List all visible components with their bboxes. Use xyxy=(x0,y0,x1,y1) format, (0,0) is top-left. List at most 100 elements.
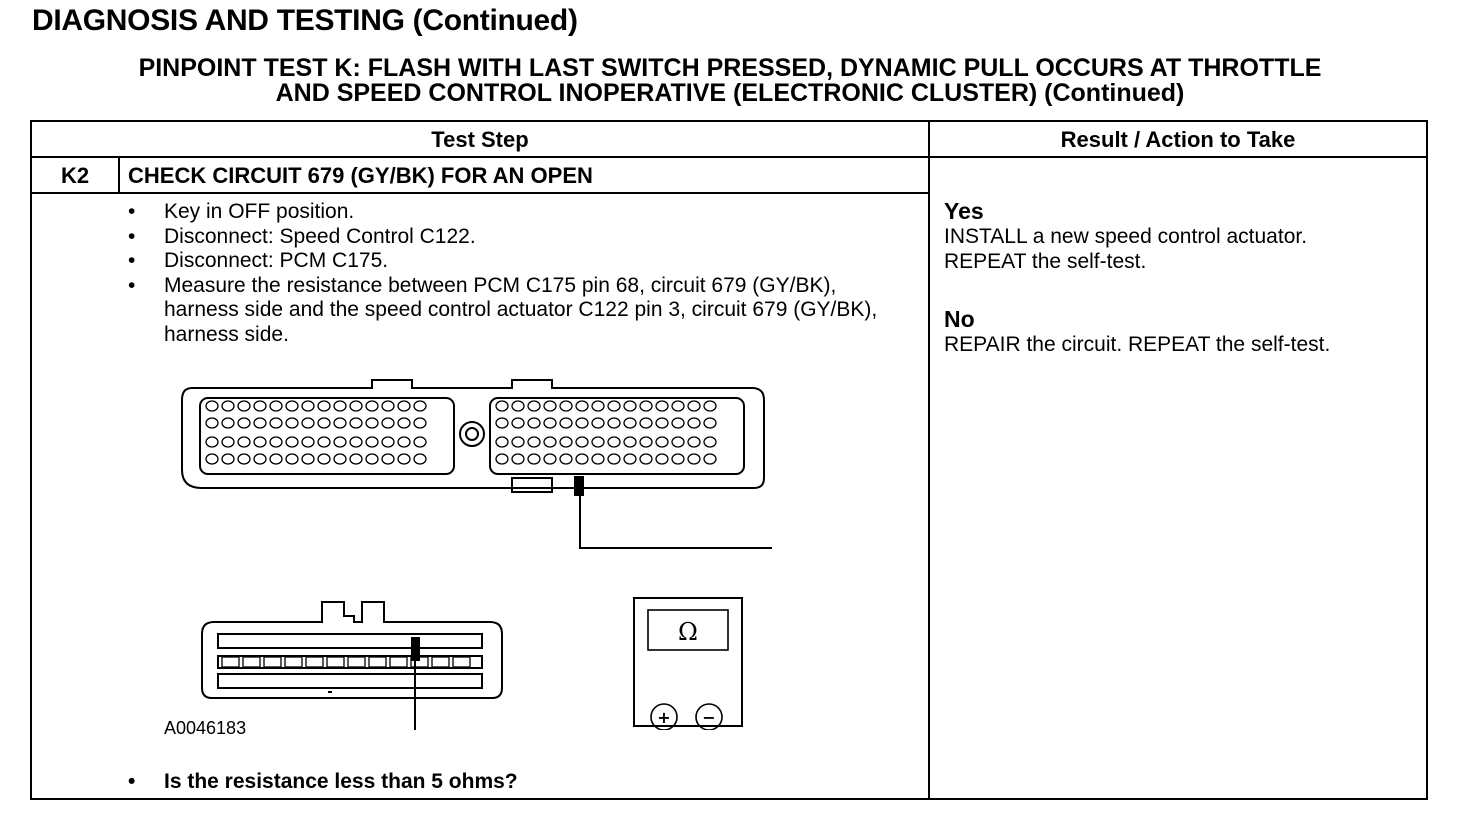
connector-pin xyxy=(285,436,299,448)
connector-pin xyxy=(559,400,573,412)
connector-pin xyxy=(639,436,653,448)
result-no-action: REPAIR the circuit. REPEAT the self-test… xyxy=(944,333,1331,356)
connector-pin xyxy=(205,453,219,465)
connector-pin xyxy=(607,400,621,412)
connector-pin xyxy=(413,400,427,412)
connector-pin xyxy=(687,436,701,448)
connector-pin xyxy=(242,656,261,668)
ohmmeter xyxy=(633,597,743,730)
connector-pin xyxy=(269,417,283,429)
connector-pin xyxy=(253,453,267,465)
connector-pin xyxy=(591,453,605,465)
minus-symbol: − xyxy=(702,708,715,727)
connector-pin xyxy=(305,656,324,668)
connector-pin xyxy=(397,400,411,412)
pinpoint-test-title: PINPOINT TEST K: FLASH WITH LAST SWITCH … xyxy=(30,56,1430,106)
actuator-pin-row xyxy=(221,656,471,668)
connector-pin xyxy=(687,453,701,465)
connector-pin xyxy=(349,453,363,465)
connector-pin xyxy=(607,417,621,429)
connector-pin xyxy=(397,436,411,448)
step-title-divider xyxy=(32,192,928,194)
connector-pin xyxy=(543,417,557,429)
connector-pin xyxy=(671,417,685,429)
step-instructions: Key in OFF position. Disconnect: Speed C… xyxy=(122,200,902,347)
result-no: No REPAIR the circuit. REPEAT the self-t… xyxy=(944,306,1424,357)
header-divider xyxy=(32,156,1426,158)
connector-pin xyxy=(397,417,411,429)
connector-pin xyxy=(269,453,283,465)
connector-pin xyxy=(285,400,299,412)
connector-pin xyxy=(671,436,685,448)
connector-pin xyxy=(687,417,701,429)
wiring-diagram: Ω + − xyxy=(181,379,772,730)
connector-pin xyxy=(349,400,363,412)
connector-pin xyxy=(639,400,653,412)
connector-pin xyxy=(559,436,573,448)
result-yes: Yes INSTALL a new speed control actuator… xyxy=(944,198,1424,274)
connector-pin xyxy=(591,400,605,412)
connector-pin xyxy=(703,417,717,429)
result-yes-label: Yes xyxy=(944,198,984,224)
connector-pin xyxy=(623,417,637,429)
connector-pin xyxy=(317,417,331,429)
plus-symbol: + xyxy=(657,708,670,727)
pcm-pin-rows xyxy=(205,400,717,465)
connector-pin xyxy=(543,436,557,448)
connector-pin xyxy=(301,417,315,429)
connector-pin xyxy=(431,656,450,668)
connector-pin xyxy=(591,436,605,448)
connector-pin xyxy=(349,436,363,448)
connector-pin xyxy=(397,453,411,465)
ohm-symbol: Ω xyxy=(678,618,698,646)
connector-pin xyxy=(623,400,637,412)
minus-terminal-icon xyxy=(695,703,723,730)
connector-pin xyxy=(221,400,235,412)
pcm-test-lead xyxy=(579,495,772,549)
pcm-probe xyxy=(574,476,584,496)
connector-pin xyxy=(284,656,303,668)
connector-pin xyxy=(205,400,219,412)
actuator-connector xyxy=(201,601,503,699)
connector-pin xyxy=(639,417,653,429)
connector-pin xyxy=(333,400,347,412)
plus-terminal-icon xyxy=(650,703,678,730)
connector-pin xyxy=(655,453,669,465)
connector-pin xyxy=(368,656,387,668)
connector-pin xyxy=(527,417,541,429)
connector-pin xyxy=(326,656,345,668)
connector-pin xyxy=(495,436,509,448)
connector-pin xyxy=(413,453,427,465)
column-divider xyxy=(928,122,930,798)
connector-pin xyxy=(527,436,541,448)
connector-pin xyxy=(591,417,605,429)
connector-pin xyxy=(237,436,251,448)
connector-pin xyxy=(623,436,637,448)
connector-pin xyxy=(527,453,541,465)
connector-pin xyxy=(301,400,315,412)
instruction-item: Measure the resistance between PCM C175 … xyxy=(122,274,902,348)
connector-pin xyxy=(205,436,219,448)
connector-pin xyxy=(623,453,637,465)
connector-pin xyxy=(511,417,525,429)
connector-pin xyxy=(301,436,315,448)
connector-pin xyxy=(511,453,525,465)
connector-pin xyxy=(253,417,267,429)
connector-pin xyxy=(221,656,240,668)
connector-pin xyxy=(607,436,621,448)
connector-pin xyxy=(365,417,379,429)
connector-pin xyxy=(347,656,366,668)
connector-pin xyxy=(237,453,251,465)
connector-pin xyxy=(389,656,408,668)
pcm-connector xyxy=(181,379,765,493)
connector-pin xyxy=(655,436,669,448)
connector-pin xyxy=(495,400,509,412)
connector-pin xyxy=(655,417,669,429)
step-title: CHECK CIRCUIT 679 (GY/BK) FOR AN OPEN xyxy=(128,163,593,188)
connector-pin xyxy=(237,400,251,412)
connector-pin xyxy=(365,400,379,412)
connector-pin xyxy=(365,436,379,448)
connector-pin xyxy=(495,453,509,465)
figure-id: A0046183 xyxy=(164,718,247,738)
connector-pin xyxy=(317,436,331,448)
